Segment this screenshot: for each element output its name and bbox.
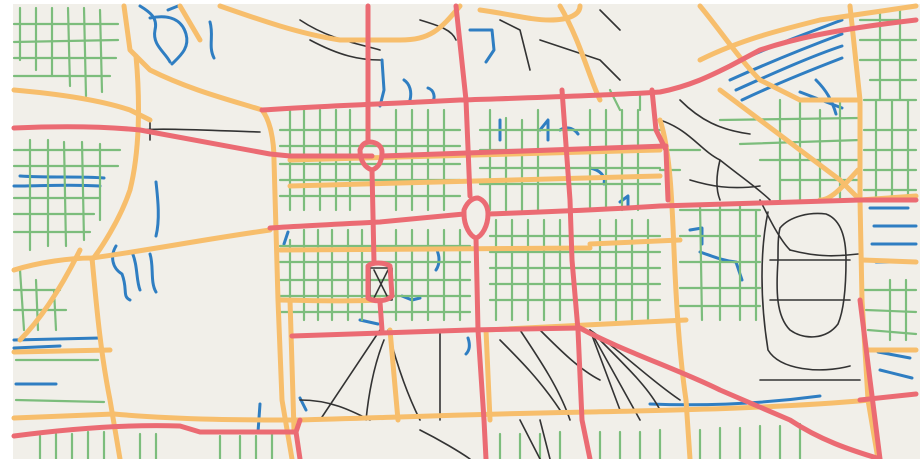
map-edge-top: [0, 0, 920, 4]
residential-roads: [12, 6, 918, 459]
primary-roads: [11, 3, 919, 459]
map-edge-left: [0, 0, 13, 459]
service-roads: [12, 4, 918, 434]
